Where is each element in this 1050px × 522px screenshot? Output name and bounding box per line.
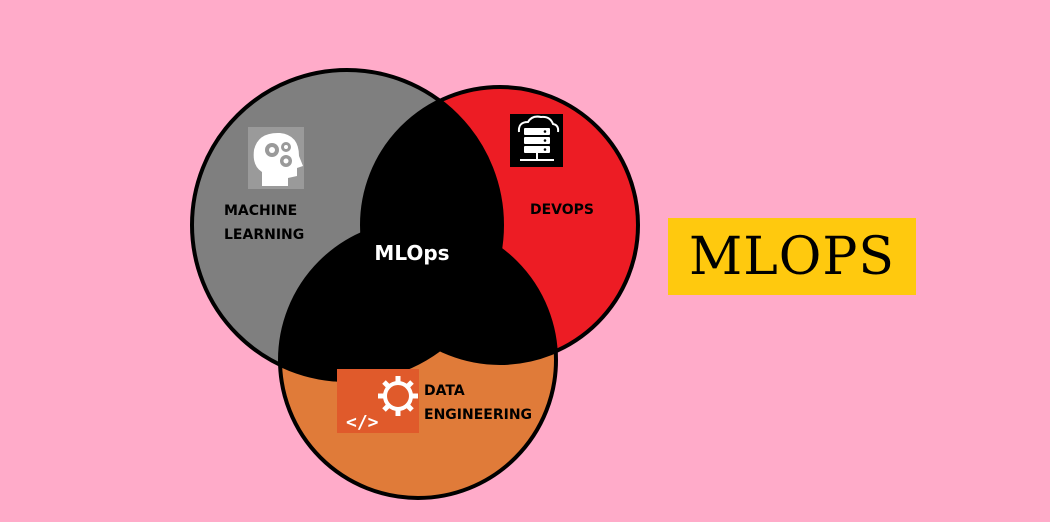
devops-label: DEVOPS (530, 202, 594, 218)
svg-text:</>: </> (346, 412, 379, 433)
data-engineering-outline (278, 220, 558, 500)
machine-learning-label-line2: LEARNING (224, 227, 304, 243)
data-engineering-label-line2: ENGINEERING (424, 407, 532, 423)
page-title: MLOPS (688, 226, 896, 287)
head-gears-icon (248, 127, 304, 189)
devops-outline (360, 85, 640, 365)
title-banner: MLOPS (668, 218, 916, 295)
data-engineering-label-line1: DATA (424, 383, 465, 399)
center-label: MLOps (374, 241, 449, 265)
machine-learning-label-line1: MACHINE (224, 203, 297, 219)
code-gear-icon: </> (337, 369, 419, 433)
cloud-server-icon (510, 114, 563, 167)
